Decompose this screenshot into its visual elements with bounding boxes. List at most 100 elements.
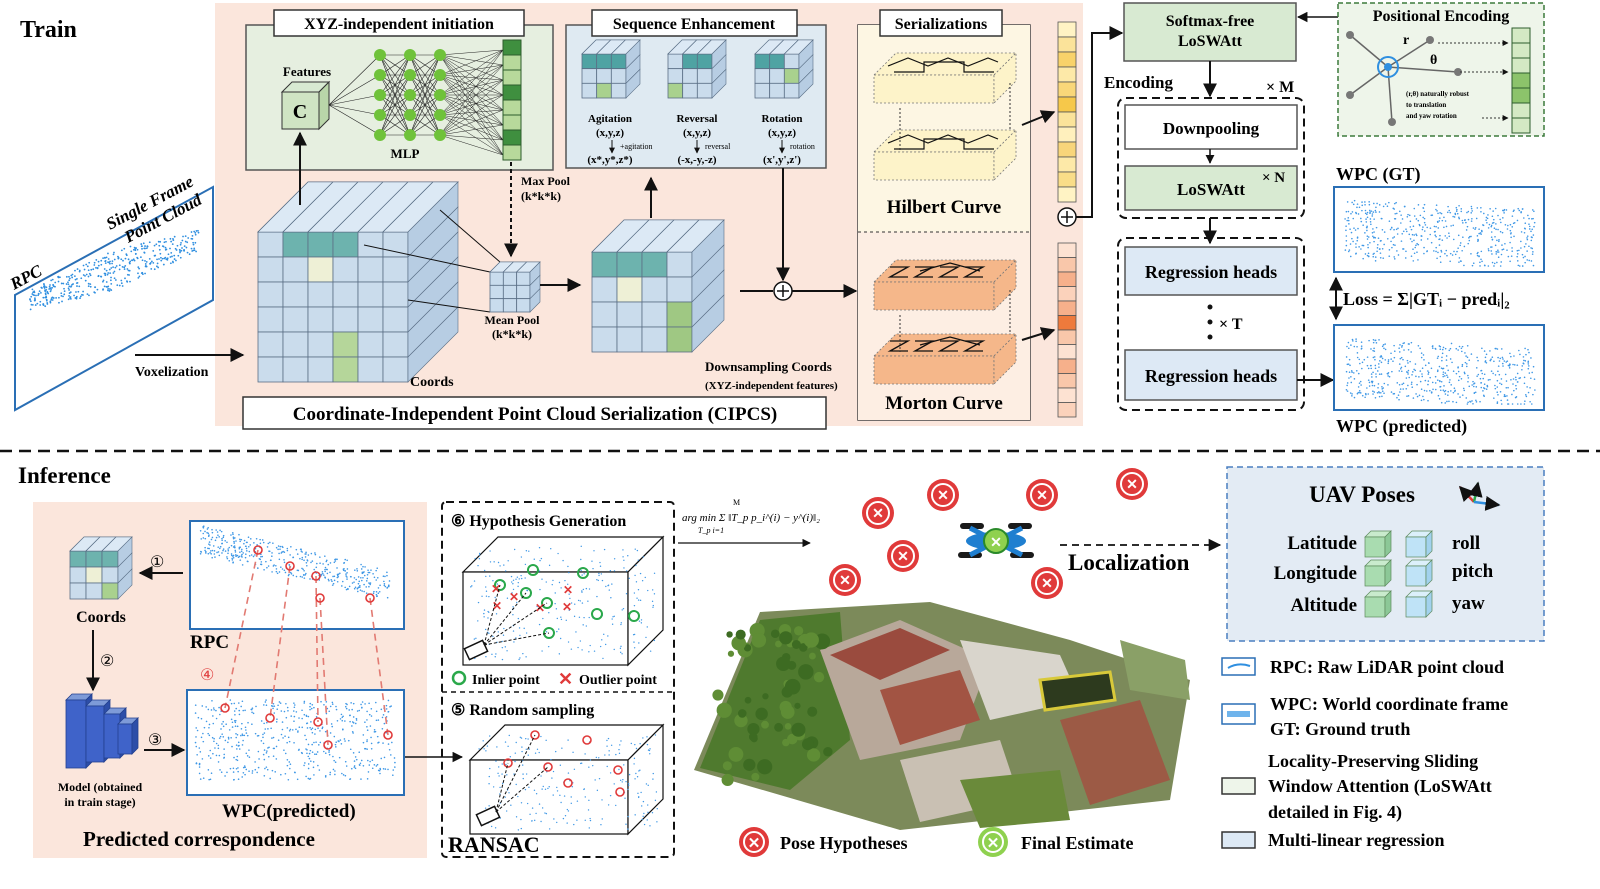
formula-label: arg min Σ ‖T_p p_i^(i) − y^(i)‖₂ <box>682 512 820 524</box>
agitation-out: (x*,y*,z*) <box>587 154 633 166</box>
svg-text:✕: ✕ <box>897 550 909 565</box>
encoding-label: Encoding <box>1104 73 1173 92</box>
agitation-in: (x,y,z) <box>596 127 624 139</box>
inlier-legend-icon <box>451 670 467 686</box>
svg-text:✕: ✕ <box>748 836 761 852</box>
inference-coords-cube <box>69 536 133 600</box>
inference-title: Inference <box>18 463 111 488</box>
morton-label: Morton Curve <box>885 393 1003 414</box>
svg-text:✕: ✕ <box>509 590 519 604</box>
legend-lsw1: Locality-Preserving Sliding <box>1268 751 1478 771</box>
xyz-init-title: XYZ-independent initiation <box>304 16 494 33</box>
svg-text:✕: ✕ <box>491 582 501 596</box>
pose-hyp-label: Pose Hypotheses <box>780 833 908 853</box>
train-title: Train <box>20 17 77 43</box>
wpc-gt-points <box>1344 199 1536 267</box>
morton-blocks <box>873 259 1017 385</box>
c-label: C <box>293 101 307 123</box>
agitation-op: +agitation <box>620 142 653 151</box>
sequence-columns <box>1057 21 1077 418</box>
svg-text:✕: ✕ <box>872 507 884 522</box>
longitude-label: Longitude <box>1274 563 1357 584</box>
legend-lsw-swatch <box>1221 777 1256 795</box>
agitation-label: Agitation <box>588 113 632 125</box>
svg-text:✕: ✕ <box>563 583 573 597</box>
mlp-network <box>328 49 504 156</box>
maxpool-label: Max Pool(k*k*k) <box>521 174 571 203</box>
reversal-op: reversal <box>705 142 731 151</box>
ransac-group <box>441 501 675 858</box>
downpooling-box <box>1124 104 1298 150</box>
rotation-label: Rotation <box>762 113 803 125</box>
pitch-label: pitch <box>1452 561 1494 582</box>
seq-to-softmax-arrow <box>1076 26 1124 218</box>
pe-r-label: r <box>1403 33 1409 48</box>
latitude-label: Latitude <box>1287 533 1357 554</box>
legend-wpc1: WPC: World coordinate frame <box>1270 694 1508 714</box>
pos-enc-title: Positional Encoding <box>1373 8 1509 25</box>
wpc-gt-label: WPC (GT) <box>1336 164 1421 185</box>
random-sampling-box <box>468 723 665 836</box>
altitude-label: Altitude <box>1291 595 1358 616</box>
downsampling-sub-label: (XYZ-independent features) <box>705 380 838 392</box>
features-cube: C <box>280 80 331 131</box>
meanpool-label: Mean Pool(k*k*k) <box>485 313 541 341</box>
uav-poses-panel: UAV Poses Latitude Longitude Altitude ro… <box>1226 466 1545 642</box>
rotation-op: rotation <box>790 142 815 151</box>
regression-box-1 <box>1124 246 1298 296</box>
svg-text:✕: ✕ <box>562 600 572 614</box>
correspondence-lines <box>220 545 393 750</box>
svg-text:✕: ✕ <box>839 574 851 589</box>
legend-wpc2: GT: Ground truth <box>1270 719 1410 739</box>
sequence-cubes <box>581 39 814 99</box>
positional-encoding-panel: Positional Encoding r θ (r,θ) naturally … <box>1337 2 1545 137</box>
regression-label-2: Regression heads <box>1145 366 1277 386</box>
svg-text:✕: ✕ <box>987 836 1000 852</box>
inf-wpc-panel <box>186 689 405 796</box>
voxel-cube <box>257 181 501 383</box>
pred-corr-label: Predicted correspondence <box>83 827 315 851</box>
legend-lsw3: detailed in Fig. 4) <box>1268 802 1402 823</box>
legend-rpc: RPC: Raw LiDAR point cloud <box>1270 657 1504 677</box>
morton-to-seq-arrow <box>1021 327 1056 341</box>
regression-group <box>1117 237 1305 411</box>
legend-lsw2: Window Attention (LoSWAtt <box>1268 776 1492 797</box>
building-map-image <box>694 602 1190 830</box>
random-sampling-label: ⑤ Random sampling <box>451 702 594 719</box>
outlier-label: Outlier point <box>579 673 657 688</box>
rotation-out: (x',y',z') <box>763 154 801 166</box>
pose-cubes <box>1364 530 1433 618</box>
model-icon <box>65 693 139 769</box>
features-label: Features <box>283 64 331 79</box>
mlp-label: MLP <box>391 146 420 161</box>
times-t-label: × T <box>1219 316 1243 333</box>
hilbert-blocks <box>873 52 1017 181</box>
regression-label-1: Regression heads <box>1145 262 1277 282</box>
xyz-init-panel: XYZ-independent initiation Features C ML… <box>245 9 554 171</box>
axes-icon <box>1458 481 1501 511</box>
legend-mlr-swatch <box>1221 831 1256 849</box>
downsampling-label: Downsampling Coords <box>705 359 832 374</box>
coords-label: Coords <box>410 375 454 390</box>
seq-title: Sequence Enhancement <box>613 16 776 33</box>
wpc-pred-label: WPC (predicted) <box>1336 416 1467 437</box>
downsampling-cube <box>591 219 725 353</box>
serializations-title: Serializations <box>895 16 987 33</box>
feature-vector <box>502 39 522 161</box>
loss-label: Loss = Σ|GTᵢ − predᵢ|₂ <box>1343 289 1510 309</box>
uav-poses-title: UAV Poses <box>1309 482 1415 507</box>
step3-label: ③ <box>148 732 162 749</box>
reversal-out: (-x,-y,-z) <box>677 154 716 166</box>
localization-label: Localization <box>1068 550 1190 575</box>
formula-sub: T_p i=1 <box>698 526 724 535</box>
uav-drone-icon: ✕ <box>958 523 1034 558</box>
times-m-label: × M <box>1266 79 1294 96</box>
inlier-label: Inlier point <box>472 673 540 688</box>
step1-label: ① <box>150 554 164 571</box>
serializations-panel: Serializations Hilbert Curve Morton Curv… <box>857 9 1031 421</box>
meanpool-cube <box>489 261 541 313</box>
